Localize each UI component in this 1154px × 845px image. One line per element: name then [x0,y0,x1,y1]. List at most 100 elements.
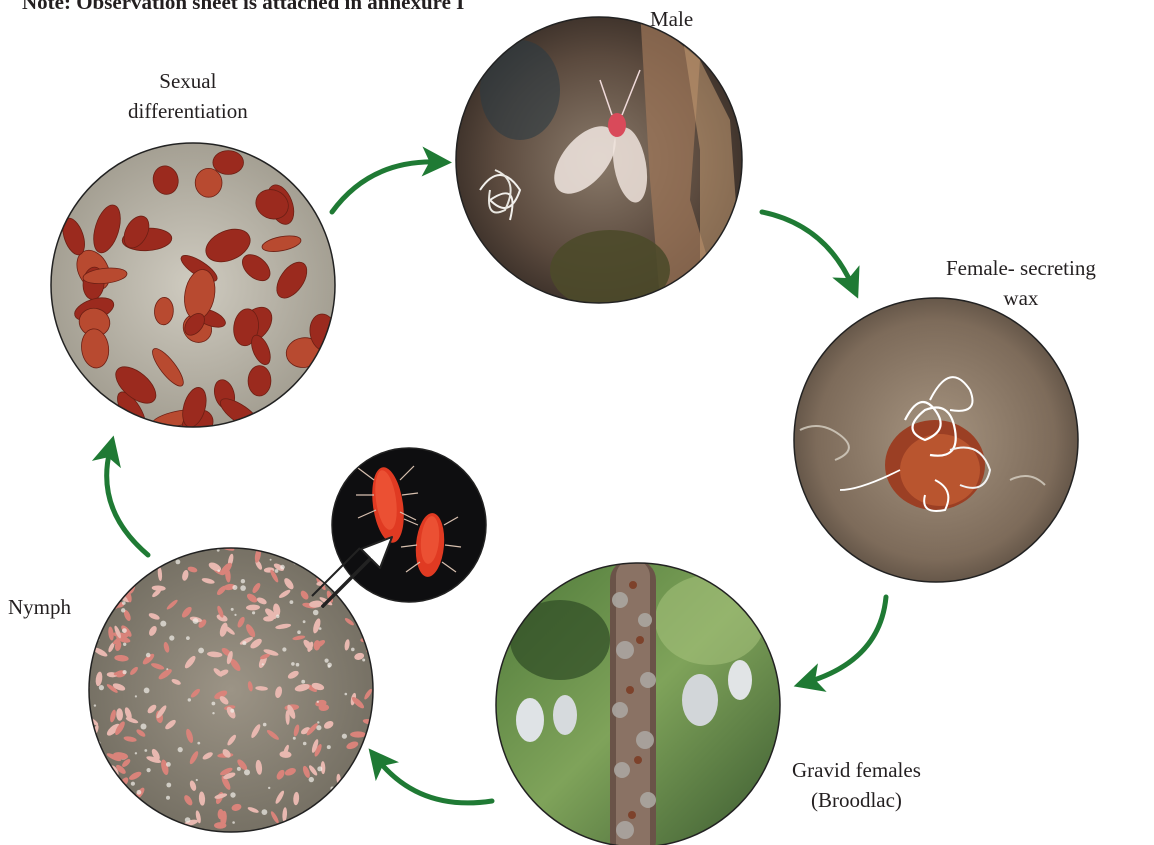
wax-fleck [242,641,246,645]
wax-fleck [160,621,166,627]
wax-fleck [166,796,170,800]
wax-fleck [232,585,237,590]
wax-fleck [327,829,329,831]
wax-fleck [100,800,105,805]
nymph-dot [371,809,384,823]
wax-fleck [121,560,125,564]
wax-fleck [121,608,125,612]
nymph-dot [326,817,340,827]
wax-fleck [138,562,142,566]
wax-fleck [169,548,172,551]
lac-cell [213,151,244,175]
nymph-dot [365,785,377,800]
wax-fleck [83,634,88,639]
wax-fleck [185,817,191,823]
nymph-dot [80,823,92,835]
nymph-dot [104,603,109,616]
nymph-dot [345,597,361,608]
wax-fleck [293,737,296,740]
lac-cell [195,168,222,197]
wax-fleck [328,665,331,668]
wax-fleck [178,747,183,752]
wax-fleck [193,618,199,624]
wax-fleck [122,628,127,633]
nymph-dot [101,811,117,817]
nymph-dot [88,590,94,606]
nymph-dot [102,794,115,806]
lac-cell [40,150,79,189]
nymph-dot [103,571,111,582]
nymph-dot [104,588,117,597]
wax-fleck [166,783,171,788]
wax-fleck [309,551,313,555]
nymph-dot [306,558,311,570]
nymph-dot [117,790,127,803]
wax-fleck [268,787,270,789]
wax-fleck [282,647,286,651]
nymph-dot [107,559,113,571]
lac-cell [42,354,75,380]
wax-fleck [198,648,204,654]
nymph-dot [80,758,95,770]
wax-fleck [241,579,245,583]
wax-fleck [186,636,190,640]
wax-fleck [123,643,126,646]
wax-fleck [325,659,329,663]
nymph-dot [160,540,168,552]
wax-fleck [263,723,267,727]
wax-fleck [345,693,348,696]
wax-fleck [129,547,134,552]
wax-fleck [169,635,174,640]
nymph-dot [368,728,383,740]
nymph-dot [107,806,123,818]
wax-fleck [313,610,319,616]
wax-fleck [120,546,125,551]
wax-fleck [365,775,369,779]
nymph-dot [89,549,104,561]
photo-gravid-females [496,560,780,845]
nymph-dot [290,825,300,837]
wax-fleck [147,768,151,772]
wax-fleck [230,709,234,713]
wax-fleck [217,570,220,573]
photo-nymph-magnified [332,448,486,602]
nymph-dot [114,804,129,817]
wax-fleck [342,734,347,739]
wax-fleck [196,779,198,781]
photo-male [456,10,742,310]
wax-fleck [261,544,264,547]
wax-fleck [303,620,306,623]
wax-fleck [135,752,137,754]
nymph-dot [109,543,122,557]
wax-fleck [162,545,167,550]
wax-fleck [212,712,214,714]
nymph-dot [365,799,377,809]
wax-fleck [374,630,378,634]
nymph-dot [154,545,170,557]
wax-fleck [121,587,126,592]
arrow-nymph-to-sexual [107,450,148,555]
nymph-dot [355,822,367,830]
nymph-dot [112,557,120,569]
wax-fleck [94,598,99,603]
wax-fleck [316,725,321,730]
nymph-dot [92,557,105,571]
wax-fleck [275,569,279,573]
wax-fleck [197,742,200,745]
nymph-dot [284,546,296,557]
wax-fleck [301,680,305,684]
wax-fleck [296,663,300,667]
wax-fleck [132,571,135,574]
wax-fleck [94,806,100,812]
wax-fleck [318,808,323,813]
wax-fleck [327,745,331,749]
wax-fleck [123,670,127,674]
wax-fleck [188,698,191,701]
wax-fleck [122,601,126,605]
nymph-dot [103,543,115,559]
wax-fleck [329,556,334,561]
wax-fleck [297,630,301,634]
wax-fleck [317,766,322,771]
wax-fleck [351,648,355,652]
